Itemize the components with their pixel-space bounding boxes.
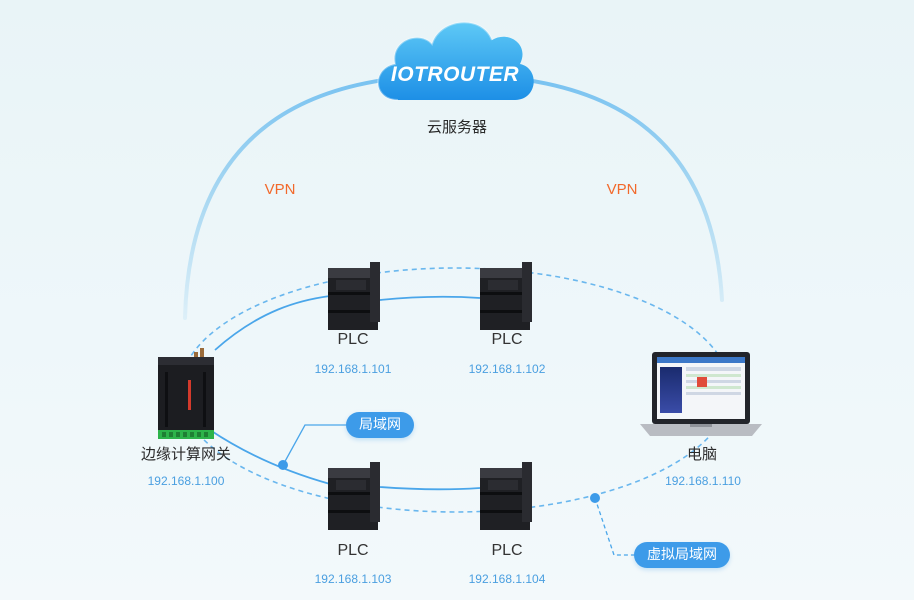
plc-ip-1: 192.168.1.101 bbox=[314, 362, 392, 376]
gateway-ip: 192.168.1.100 bbox=[147, 474, 225, 488]
cloud-server-label: 云服务器 bbox=[426, 118, 487, 136]
computer-ip: 192.168.1.110 bbox=[665, 474, 741, 488]
plc-device-2 bbox=[480, 262, 532, 330]
plc-device-1 bbox=[328, 262, 380, 330]
virtual-lan-ring bbox=[179, 267, 731, 513]
vpn-label-right: VPN bbox=[606, 181, 638, 198]
computer-label: 电脑 bbox=[686, 445, 717, 463]
plc-label-1: PLC bbox=[337, 331, 369, 348]
lan-node-dot bbox=[278, 460, 288, 470]
callout-lines bbox=[282, 424, 640, 556]
plc-device-4 bbox=[480, 462, 532, 530]
plc-device-3 bbox=[328, 462, 380, 530]
lan-links bbox=[209, 295, 481, 491]
plc-ip-3: 192.168.1.103 bbox=[314, 572, 392, 586]
virtual-lan-tag: 虚拟局域网 bbox=[634, 542, 730, 568]
gateway-label: 边缘计算网关 bbox=[140, 445, 231, 463]
lan-tag: 局域网 bbox=[346, 412, 414, 438]
plc-label-3: PLC bbox=[337, 542, 369, 559]
vpn-label-left: VPN bbox=[264, 181, 296, 198]
virtual-lan-node-dot bbox=[590, 493, 600, 503]
laptop-icon bbox=[640, 352, 762, 436]
cloud-logo-text: IOTROUTER bbox=[390, 63, 520, 86]
gateway-device bbox=[158, 348, 214, 439]
plc-label-2: PLC bbox=[491, 331, 523, 348]
cloud-icon bbox=[377, 21, 534, 101]
plc-ip-2: 192.168.1.102 bbox=[468, 362, 546, 376]
plc-ip-4: 192.168.1.104 bbox=[468, 572, 546, 586]
plc-label-4: PLC bbox=[491, 542, 523, 559]
